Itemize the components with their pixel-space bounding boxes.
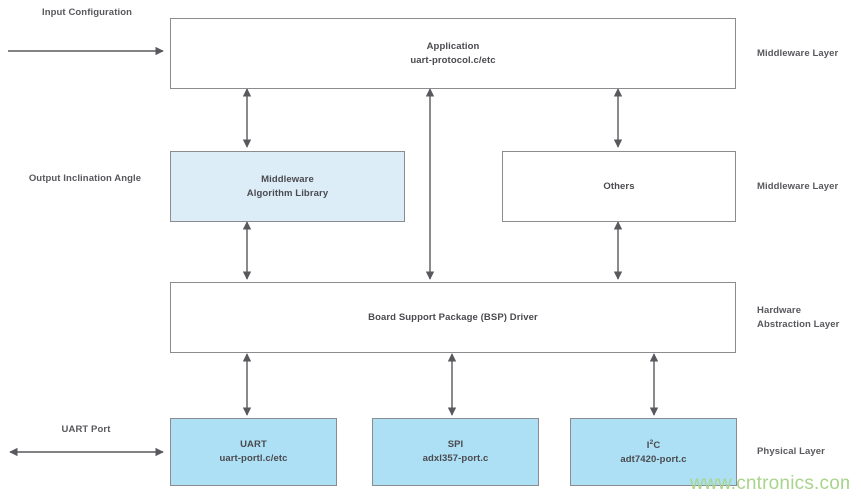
layer-label-hardware-abstraction-line1: Hardware — [757, 305, 802, 316]
io-label-uart-port: UART Port — [22, 423, 150, 437]
block-middleware-algorithm-library[interactable]: Middleware Algorithm Library — [170, 151, 405, 222]
block-uart-subtitle: uart-portl.c/etc — [219, 453, 288, 464]
layer-label-middleware-mid: Middleware Layer — [757, 180, 849, 194]
block-i2c-title-suffix: C — [653, 439, 661, 451]
block-i2c-title-superscript: 2 — [649, 438, 654, 446]
block-others-title: Others — [603, 180, 635, 192]
layer-label-hardware-abstraction-line2: Abstraction Layer — [757, 319, 840, 331]
io-label-input-configuration: Input Configuration — [23, 6, 151, 20]
block-others[interactable]: Others — [502, 151, 736, 222]
layer-label-physical-line1: Physical Layer — [757, 446, 825, 457]
block-application-subtitle: uart-protocol.c/etc — [410, 54, 496, 66]
layer-label-hardware-abstraction: Hardware Abstraction Layer — [757, 304, 849, 333]
io-label-input-configuration-line2: Configuration — [68, 7, 133, 18]
io-label-output-inclination-angle-line1: Output — [28, 173, 61, 184]
layer-label-middleware-mid-line1: Middleware Layer — [757, 181, 839, 192]
block-application[interactable]: Application uart-protocol.c/etc — [170, 18, 736, 89]
layer-label-middleware-top: Middleware Layer — [757, 47, 849, 61]
block-middleware-title: Middleware — [261, 173, 314, 185]
block-uart-title: UART — [240, 439, 267, 451]
block-spi-title: SPI — [447, 439, 464, 451]
block-uart[interactable]: UART uart-portl.c/etc — [170, 418, 337, 486]
io-label-output-inclination-angle-line2: Inclination Angle — [63, 173, 142, 184]
block-application-title: Application — [426, 40, 480, 52]
io-label-input-configuration-line1: Input — [41, 7, 66, 18]
block-i2c-subtitle: adt7420-port.c — [620, 453, 687, 465]
block-middleware-subtitle: Algorithm Library — [246, 187, 329, 199]
block-i2c-title: I2C — [647, 438, 661, 453]
io-label-uart-port-line1: UART Port — [61, 424, 111, 435]
layer-label-middleware-top-line1: Middleware Layer — [757, 48, 839, 59]
block-bsp-driver-title: Board Support Package (BSP) Driver — [368, 311, 538, 323]
io-label-output-inclination-angle: Output Inclination Angle — [16, 172, 154, 186]
block-bsp-driver[interactable]: Board Support Package (BSP) Driver — [170, 282, 736, 353]
watermark: www.cntronics.com — [690, 473, 849, 494]
block-spi[interactable]: SPI adxl357-port.c — [372, 418, 539, 486]
block-spi-subtitle: adxl357-port.c — [422, 453, 489, 464]
layer-label-physical: Physical Layer — [757, 445, 849, 459]
block-i2c-title-prefix: I — [646, 439, 650, 451]
block-i2c[interactable]: I2C adt7420-port.c — [570, 418, 737, 486]
